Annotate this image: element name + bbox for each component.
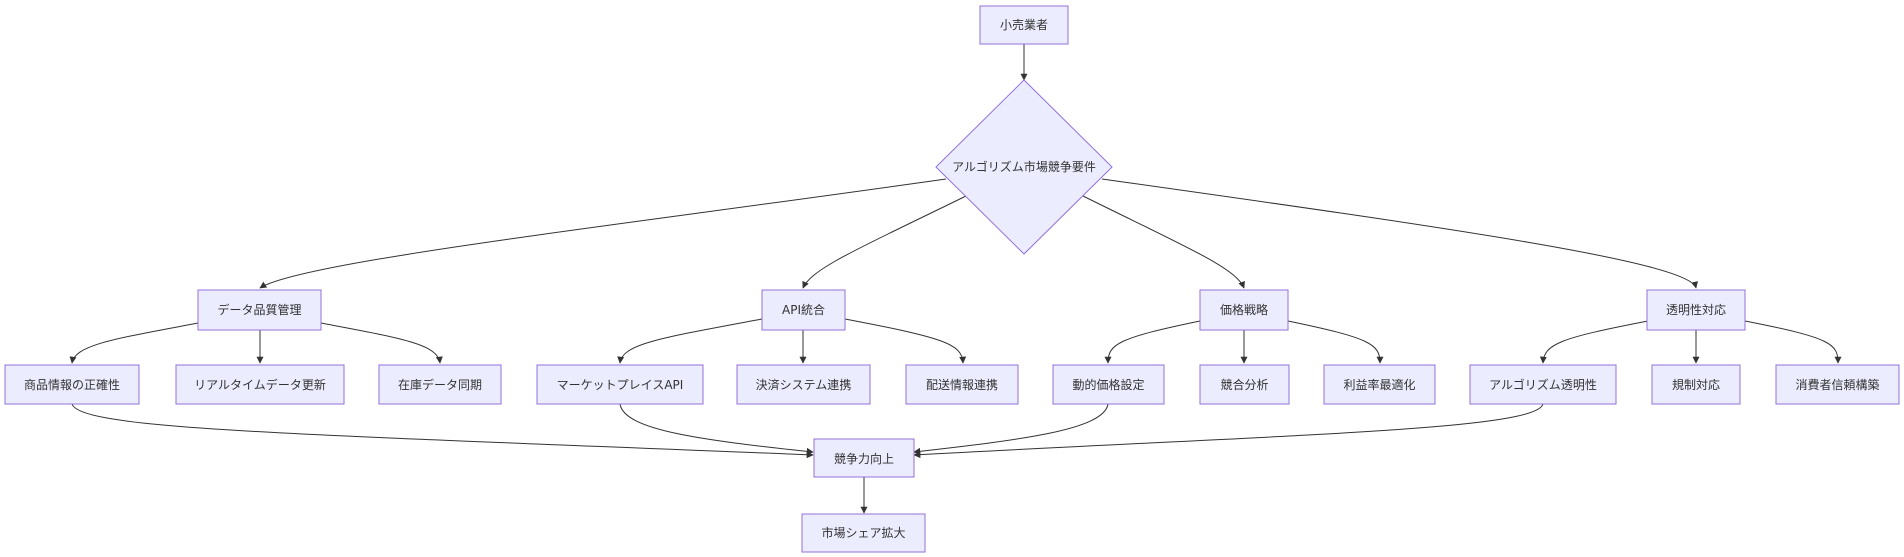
edge-pricing-dynamic (1104, 320, 1201, 364)
node-marketplace-api-label: マーケットプレイスAPI (557, 378, 684, 392)
node-dynamic-pricing-label: 動的価格設定 (1072, 377, 1144, 392)
node-retailer-label: 小売業者 (1000, 17, 1048, 32)
node-realtime-label: リアルタイムデータ更新 (194, 377, 326, 392)
edge-marketplace-competitiveness (619, 403, 814, 455)
edge-data-quality-inventory (320, 322, 443, 364)
edge-requirements-api (802, 195, 967, 289)
nodes: 小売業者 アルゴリズム市場競争要件 データ品質管理 API統合 価格戦略 透明性… (4, 5, 1900, 553)
node-api[interactable]: API統合 (761, 289, 846, 331)
node-market-share[interactable]: 市場シェア拡大 (801, 513, 926, 553)
node-pricing[interactable]: 価格戦略 (1199, 289, 1289, 331)
node-transparency[interactable]: 透明性対応 (1646, 289, 1746, 331)
edge-requirements-data-quality (259, 178, 947, 289)
node-inventory[interactable]: 在庫データ同期 (378, 364, 502, 405)
node-trust[interactable]: 消費者信頼構築 (1775, 364, 1900, 405)
node-trust-label: 消費者信頼構築 (1795, 377, 1879, 392)
node-regulation-label: 規制対応 (1672, 377, 1720, 392)
node-api-label: API統合 (782, 302, 825, 317)
node-data-quality-label: データ品質管理 (217, 302, 301, 317)
node-regulation[interactable]: 規制対応 (1651, 364, 1741, 405)
edge-pricing-margin (1287, 320, 1384, 364)
node-pricing-label: 価格戦略 (1220, 302, 1268, 317)
node-competitor-label: 競合分析 (1220, 377, 1268, 392)
node-realtime[interactable]: リアルタイムデータ更新 (175, 364, 345, 405)
node-accuracy[interactable]: 商品情報の正確性 (4, 364, 140, 405)
node-market-share-label: 市場シェア拡大 (821, 525, 905, 540)
node-data-quality[interactable]: データ品質管理 (197, 289, 322, 331)
node-shipping-label: 配送情報連携 (926, 377, 998, 392)
edge-data-quality-accuracy (69, 322, 199, 364)
node-algo-transparency-label: アルゴリズム透明性 (1489, 377, 1597, 392)
node-competitor[interactable]: 競合分析 (1199, 364, 1290, 405)
node-marketplace-api[interactable]: マーケットプレイスAPI (536, 364, 704, 405)
node-inventory-label: 在庫データ同期 (398, 377, 482, 392)
node-retailer[interactable]: 小売業者 (979, 5, 1069, 45)
edge-requirements-pricing (1082, 195, 1245, 289)
edge-api-marketplace (617, 318, 763, 364)
node-competitiveness[interactable]: 競争力向上 (813, 438, 915, 478)
edge-dynamic-competitiveness (913, 403, 1109, 455)
edge-accuracy-competitiveness (71, 403, 814, 459)
node-requirements-label: アルゴリズム市場競争要件 (952, 159, 1096, 174)
edge-algo-competitiveness (913, 403, 1544, 459)
node-payment[interactable]: 決済システム連携 (736, 364, 871, 405)
edge-transparency-algo (1539, 320, 1649, 364)
node-accuracy-label: 商品情報の正確性 (24, 377, 120, 392)
edge-api-shipping (844, 318, 967, 364)
node-algo-transparency[interactable]: アルゴリズム透明性 (1469, 364, 1617, 405)
node-competitiveness-label: 競争力向上 (834, 451, 894, 466)
edge-transparency-trust (1744, 320, 1842, 364)
edges (69, 44, 1842, 514)
node-shipping[interactable]: 配送情報連携 (905, 364, 1019, 405)
edge-requirements-transparency (1101, 178, 1698, 289)
node-margin[interactable]: 利益率最適化 (1323, 364, 1436, 405)
node-payment-label: 決済システム連携 (756, 377, 852, 392)
node-dynamic-pricing[interactable]: 動的価格設定 (1052, 364, 1165, 405)
node-margin-label: 利益率最適化 (1343, 377, 1415, 392)
node-requirements[interactable]: アルゴリズム市場競争要件 (935, 79, 1113, 255)
node-transparency-label: 透明性対応 (1666, 303, 1726, 317)
